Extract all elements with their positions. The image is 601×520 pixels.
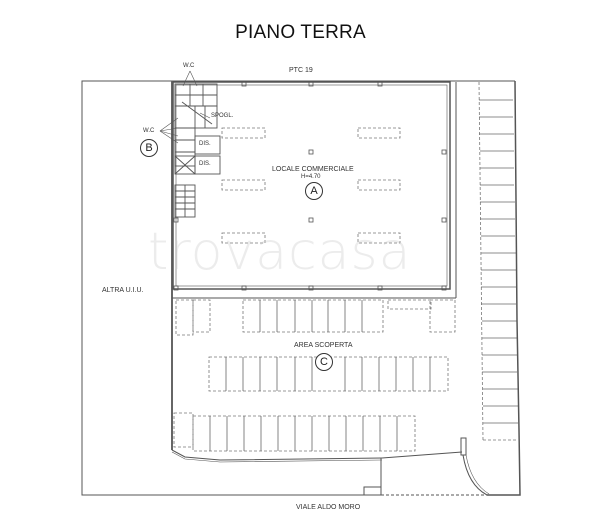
tag-c: C xyxy=(315,353,333,371)
outdoor-area-label: AREA SCOPERTA xyxy=(294,342,353,349)
south-road-label: VIALE ALDO MORO xyxy=(296,504,361,511)
tag-b: B xyxy=(140,139,158,157)
north-road-label: PTC 19 xyxy=(289,67,313,74)
wc-left-label: W.C xyxy=(143,128,155,134)
tag-a: A xyxy=(305,182,323,200)
dis-label-1: DIS. xyxy=(199,141,211,147)
commercial-room-label: LOCALE COMMERCIALE xyxy=(272,166,354,173)
wc-top-label: W.C xyxy=(183,63,195,69)
neighbor-unit-label: ALTRA U.I.U. xyxy=(102,287,144,294)
spogl-label: SPOGL. xyxy=(211,113,234,119)
dis-label-2: DIS. xyxy=(199,161,211,167)
commercial-height-label: H=4.70 xyxy=(301,174,321,180)
plan-title: PIANO TERRA xyxy=(235,22,366,43)
